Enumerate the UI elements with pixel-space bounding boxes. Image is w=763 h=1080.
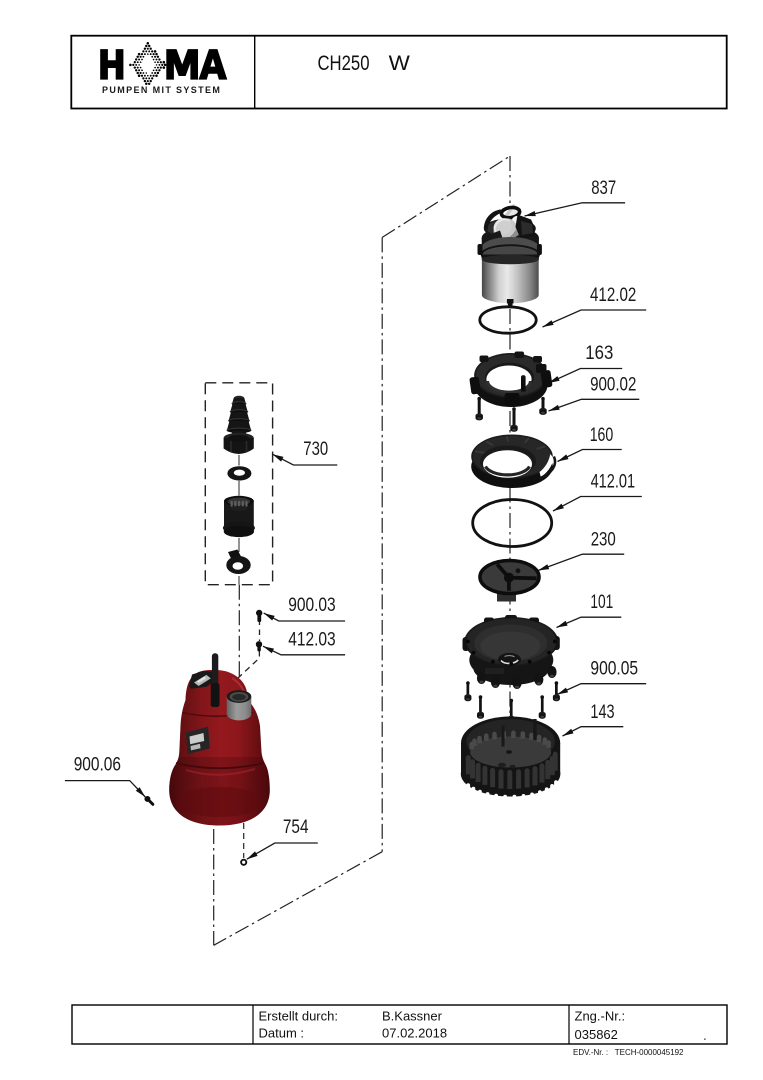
svg-text:Datum :: Datum :: [259, 1026, 305, 1041]
svg-text:EDV.-Nr. : TECH-0000045192: EDV.-Nr. : TECH-0000045192: [573, 1048, 684, 1057]
svg-text:143: 143: [590, 702, 614, 723]
svg-text:163: 163: [585, 343, 613, 364]
svg-text:101: 101: [590, 592, 613, 613]
svg-text:Zng.-Nr.:: Zng.-Nr.:: [575, 1009, 626, 1024]
svg-text:B.Kassner: B.Kassner: [382, 1009, 443, 1024]
svg-text:730: 730: [303, 439, 328, 460]
svg-text:412.01: 412.01: [591, 471, 636, 492]
svg-text:035862: 035862: [575, 1027, 618, 1042]
svg-text:CH250: CH250: [318, 51, 370, 75]
svg-text:412.03: 412.03: [288, 630, 336, 651]
svg-text:PUMPEN MIT SYSTEM: PUMPEN MIT SYSTEM: [102, 85, 223, 95]
svg-text:900.02: 900.02: [590, 375, 636, 396]
svg-text:160: 160: [590, 425, 614, 446]
svg-text:412.02: 412.02: [590, 285, 636, 306]
svg-text:900.06: 900.06: [74, 755, 121, 776]
svg-text:900.05: 900.05: [590, 658, 638, 679]
svg-text:837: 837: [591, 178, 616, 199]
svg-text:07.02.2018: 07.02.2018: [382, 1026, 447, 1041]
svg-text:230: 230: [591, 530, 616, 551]
svg-text:W: W: [389, 51, 411, 75]
svg-text:900.03: 900.03: [288, 595, 336, 616]
svg-text:754: 754: [283, 817, 309, 838]
svg-text:Erstellt durch:: Erstellt durch:: [259, 1009, 338, 1024]
